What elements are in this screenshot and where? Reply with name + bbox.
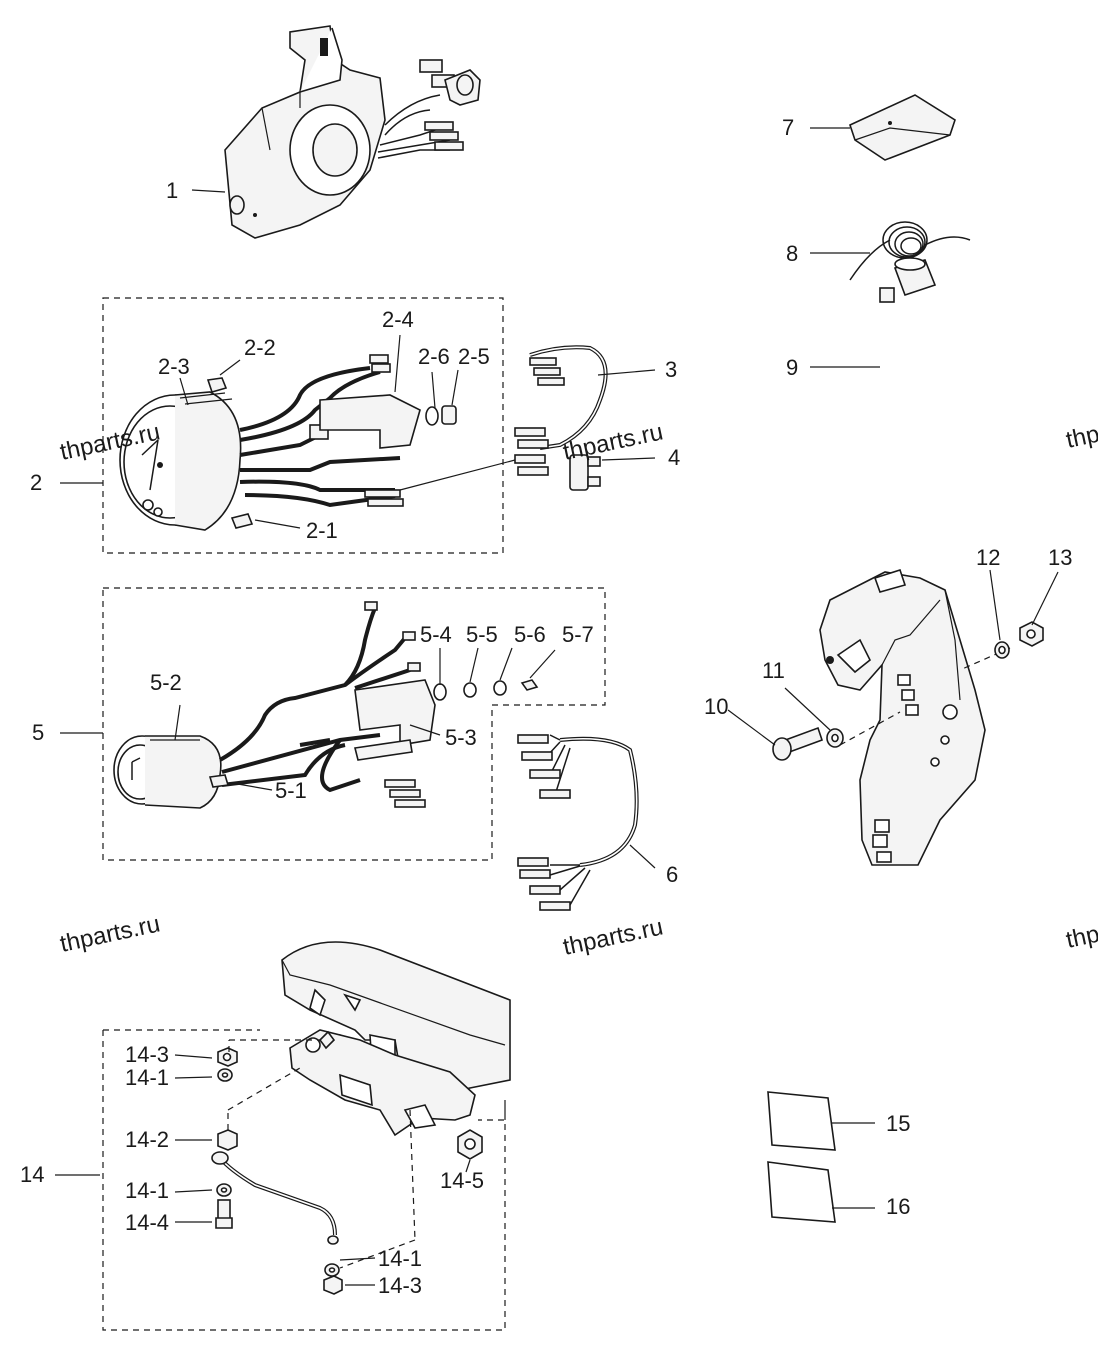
callout-3: 3	[665, 357, 677, 382]
bracket-10-13	[727, 568, 1059, 866]
callout-2-6: 2-6	[418, 344, 450, 369]
meter-assembly-5	[60, 587, 606, 861]
extension-harness-6	[517, 734, 656, 911]
meter-assembly-2	[60, 297, 504, 554]
callout-11: 11	[762, 658, 785, 683]
callout-14: 14	[20, 1162, 44, 1187]
callout-7: 7	[782, 115, 794, 140]
callout-13: 13	[1048, 545, 1072, 570]
callout-14-1c: 14-1	[378, 1246, 422, 1271]
callout-5-1: 5-1	[275, 778, 307, 803]
callout-5-3: 5-3	[445, 725, 477, 750]
callout-4: 4	[668, 445, 680, 470]
callout-5-4: 5-4	[420, 622, 452, 647]
watermark-4: thparts.ru	[58, 910, 163, 957]
callout-5-2: 5-2	[150, 670, 182, 695]
watermark-6: thparts.ru	[1064, 906, 1098, 953]
connector-4	[569, 454, 656, 491]
callout-5-7: 5-7	[562, 622, 594, 647]
callout-6: 6	[666, 862, 678, 887]
callout-9: 9	[786, 355, 798, 380]
callout-14-5: 14-5	[440, 1168, 484, 1193]
callout-2: 2	[30, 470, 42, 495]
callout-2-5: 2-5	[458, 344, 490, 369]
callout-14-2: 14-2	[125, 1127, 169, 1152]
wire-harness-3	[399, 345, 656, 491]
callout-5-6: 5-6	[514, 622, 546, 647]
label-sheets	[767, 1091, 875, 1223]
plug-9	[810, 257, 937, 368]
ground-lead-assembly-14	[55, 941, 511, 1331]
callout-8: 8	[786, 241, 798, 266]
callout-14-1b: 14-1	[125, 1178, 169, 1203]
watermark-3: thparts.ru	[1064, 406, 1098, 453]
callout-2-2: 2-2	[244, 335, 276, 360]
callout-2-1: 2-1	[306, 518, 338, 543]
callout-2-3: 2-3	[158, 354, 190, 379]
callout-10: 10	[704, 694, 728, 719]
callout-5: 5	[32, 720, 44, 745]
remote-control-box	[191, 25, 481, 239]
callout-1: 1	[166, 178, 178, 203]
coil-wire-8	[810, 221, 971, 281]
callout-14-1a: 14-1	[125, 1065, 169, 1090]
callout-12: 12	[976, 545, 1000, 570]
callout-14-3b: 14-3	[378, 1273, 422, 1298]
callout-15: 15	[886, 1111, 910, 1136]
cover-7	[810, 94, 956, 161]
watermark-5: thparts.ru	[561, 913, 666, 960]
callout-14-3a: 14-3	[125, 1042, 169, 1067]
callout-16: 16	[886, 1194, 910, 1219]
callout-2-4: 2-4	[382, 307, 414, 332]
callout-5-5: 5-5	[466, 622, 498, 647]
callout-14-4: 14-4	[125, 1210, 169, 1235]
